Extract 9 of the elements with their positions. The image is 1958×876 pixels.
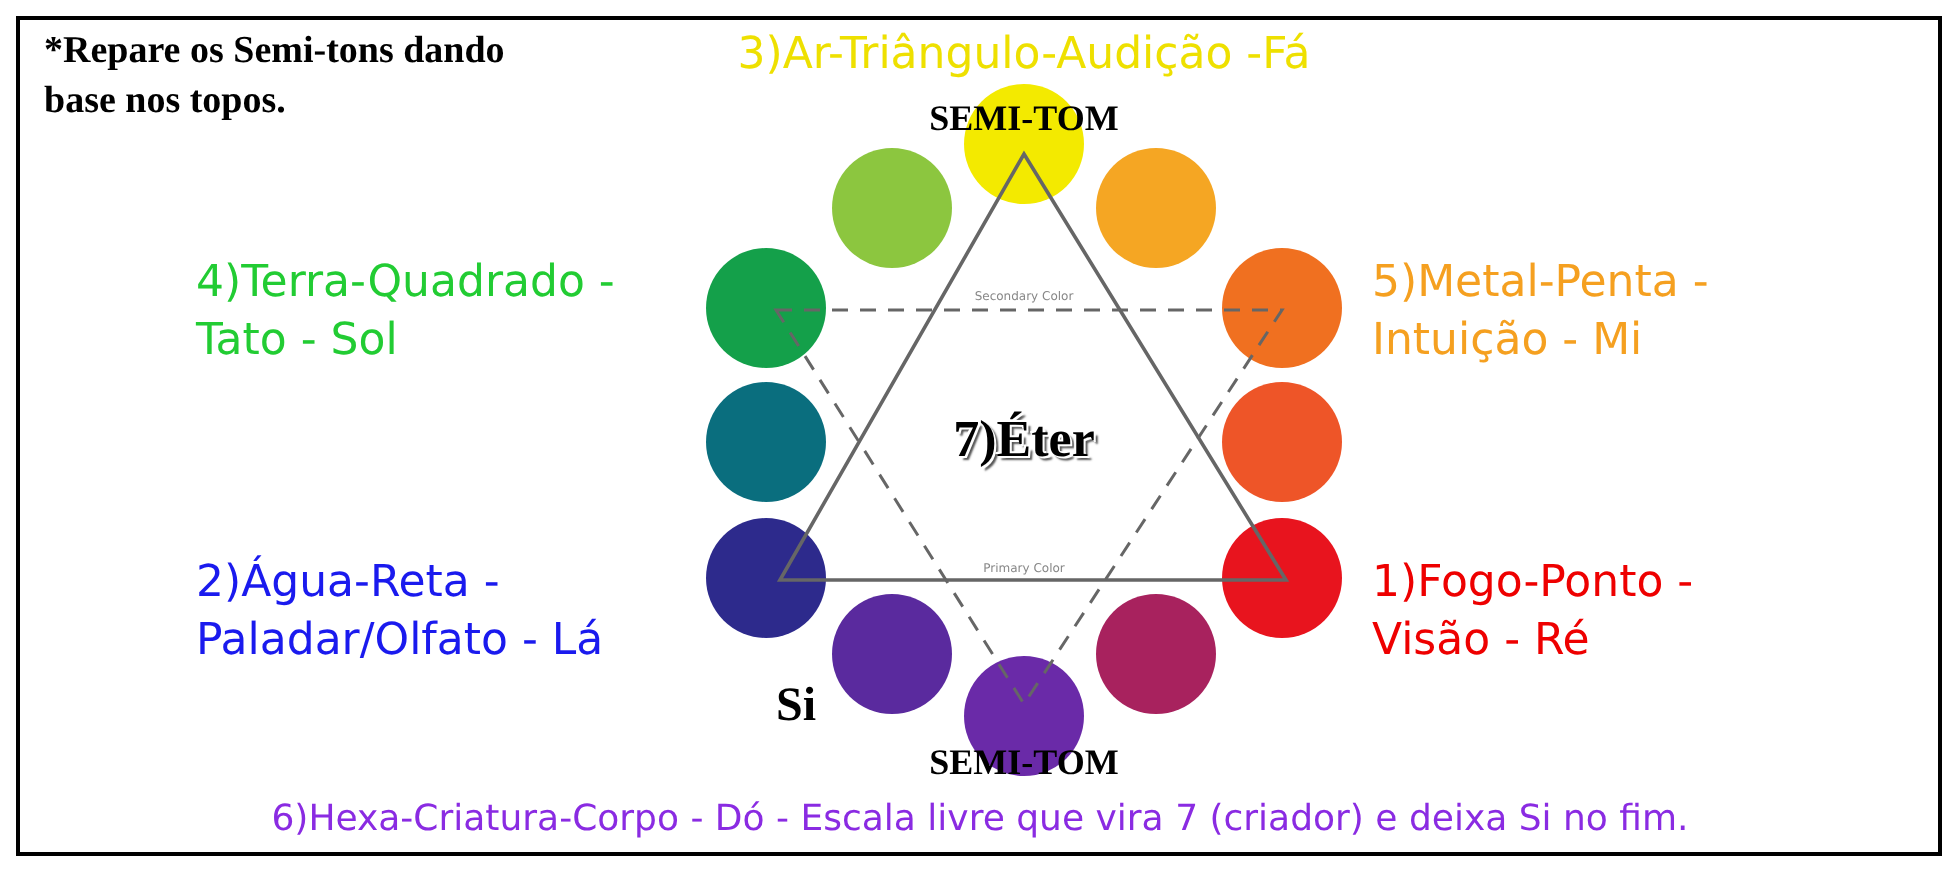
element-label: 3)Ar-Triângulo-Audição -Fá: [737, 28, 1311, 84]
note-label: Si: [776, 678, 817, 736]
note-text: *Repare os Semi-tons dando base nos topos.: [44, 28, 507, 126]
element-label: 2)Água-Reta -Paladar/Olfato - Lá: [196, 556, 606, 670]
center-label: 7)Éter: [953, 408, 1095, 472]
footer-text: 6)Hexa-Criatura-Corpo - Dó - Escala livre que vira 7 (criador) e deixa Si no fim.: [271, 796, 1689, 843]
element-label: 4)Terra-Quadrado -Tato - Sol: [196, 256, 617, 370]
element-label: 5)Metal-Penta -Intuição - Mi: [1372, 256, 1711, 370]
element-label: 1)Fogo-Ponto -Visão - Ré: [1372, 556, 1696, 670]
